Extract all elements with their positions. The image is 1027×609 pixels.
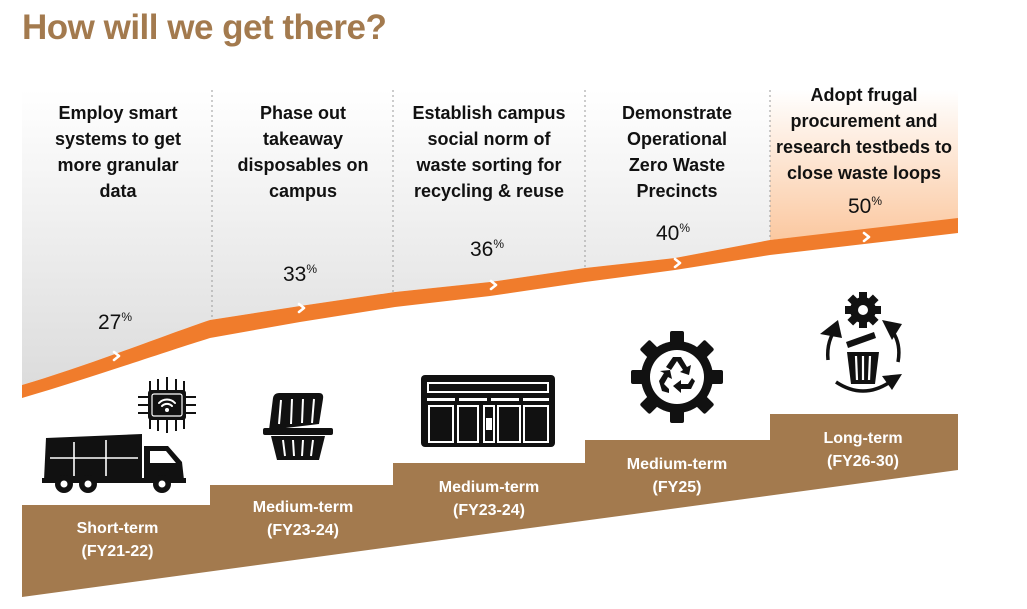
target-percent-5: 50% — [848, 194, 883, 218]
target-percent-3: 36% — [470, 237, 505, 261]
page-title: How will we get there? — [22, 8, 387, 47]
timeline-staircase — [22, 414, 958, 597]
term-label-4: Medium-term(FY25) — [626, 456, 728, 496]
progress-area — [22, 90, 770, 385]
garbage-truck-icon — [42, 434, 186, 493]
term-label-2: Medium-term(FY23-24) — [252, 499, 354, 539]
target-percent-1: 27% — [98, 310, 133, 334]
term-label-1: Short-term(FY21-22) — [76, 520, 159, 560]
long-term-highlight — [770, 90, 958, 240]
target-percent-2: 33% — [283, 262, 318, 286]
waste-loop-icon — [820, 292, 902, 393]
smart-chip-icon — [138, 377, 196, 433]
recycling-station-icon — [421, 375, 555, 447]
term-label-3: Medium-term(FY23-24) — [438, 479, 540, 519]
progress-arrow — [22, 218, 958, 398]
takeaway-container-icon — [263, 393, 333, 460]
target-percent-4: 40% — [656, 221, 691, 245]
recycle-gear-icon — [631, 331, 723, 423]
term-label-5: Long-term(FY26-30) — [823, 430, 903, 470]
